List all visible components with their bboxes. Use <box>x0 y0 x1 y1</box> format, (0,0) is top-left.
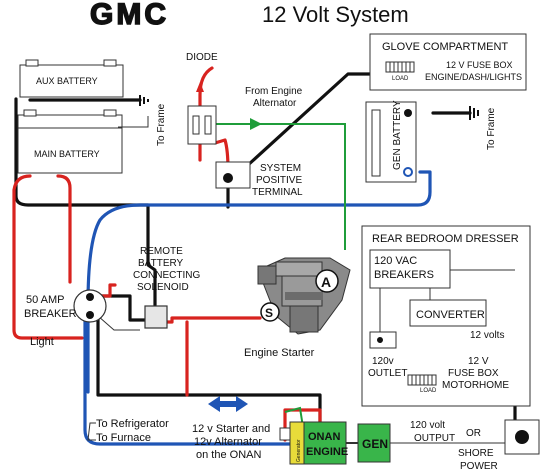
solenoid-line3: CONNECTING <box>133 270 200 281</box>
breaker-line1: 50 AMP <box>26 294 65 306</box>
gen-label: GEN <box>362 437 388 451</box>
motorhome-load-label: LOAD <box>420 388 437 394</box>
ground-symbol-aux <box>139 95 149 106</box>
gen-battery-label: GEN BATTERY <box>392 100 403 170</box>
glove-title: GLOVE COMPARTMENT <box>382 41 508 53</box>
breaker-line2: BREAKER <box>24 308 77 320</box>
onan-line2: ENGINE <box>306 446 348 458</box>
mh-fuse-line2: FUSE BOX <box>448 368 499 379</box>
main-battery: MAIN BATTERY <box>17 109 123 174</box>
ammeter: A <box>315 269 339 293</box>
glove-load-label: LOAD <box>392 76 409 82</box>
main-battery-frame-line <box>118 116 149 128</box>
shore-power: SHORE POWER <box>458 419 540 472</box>
vac-breakers-line1: 120 VAC <box>374 255 417 267</box>
light-label: Light <box>30 336 54 348</box>
to-refrigerator-label: To Refrigerator <box>96 418 169 430</box>
dresser-title: REAR BEDROOM DRESSER <box>372 233 519 245</box>
aux-battery: AUX BATTERY <box>19 59 124 98</box>
gmc-logo: GMC <box>90 0 169 31</box>
or-label: OR <box>466 428 481 439</box>
onan-note-line3: on the ONAN <box>196 449 261 461</box>
gen-box: GEN <box>357 423 391 463</box>
to-furnace-label: To Furnace <box>96 432 151 444</box>
from-engine-alternator-line2: Alternator <box>253 98 297 109</box>
starter-solenoid: S <box>260 302 280 322</box>
starter-symbol-label: S <box>265 306 273 320</box>
rear-bedroom-dresser: REAR BEDROOM DRESSER 120 VAC BREAKERS CO… <box>361 225 531 407</box>
remote-solenoid: REMOTE BATTERY CONNECTING SOLENOID <box>133 246 200 329</box>
aux-battery-label: AUX BATTERY <box>36 76 98 86</box>
diode <box>187 82 217 145</box>
shore-line1: SHORE <box>458 448 494 459</box>
twelve-volts-label: 12 volts <box>470 330 504 341</box>
glove-fuse-line1: 12 V FUSE BOX <box>446 60 513 70</box>
output-120v-line1: 120 volt <box>410 420 445 431</box>
solenoid-line4: SOLENOID <box>137 282 189 293</box>
solenoid-line2: BATTERY <box>138 258 184 269</box>
solenoid-line1: REMOTE <box>140 246 183 257</box>
to-frame-right: To Frame <box>486 107 497 150</box>
generator-small-label: Generator <box>296 439 302 462</box>
vac-breakers-line2: BREAKERS <box>374 269 434 281</box>
connector-arrows-icon <box>208 396 248 412</box>
outlet-line2: OUTLET <box>368 368 407 379</box>
diagram-title: 12 Volt System <box>262 2 409 27</box>
onan-line1: ONAN <box>308 431 340 443</box>
engine-starter-label: Engine Starter <box>244 347 315 359</box>
onan-note-line2: 12v Alternator <box>194 436 262 448</box>
onan-engine: Generator ONAN ENGINE <box>279 421 348 465</box>
diode-label: DIODE <box>186 52 218 63</box>
output-120v-line2: OUTPUT <box>414 433 455 444</box>
outlet-line1: 120v <box>372 356 394 367</box>
system-positive-terminal: SYSTEM POSITIVE TERMINAL <box>215 161 303 198</box>
shore-line2: POWER <box>460 461 498 472</box>
spt-line2: POSITIVE <box>256 175 302 186</box>
to-frame-left: To Frame <box>156 103 167 146</box>
glove-compartment: GLOVE COMPARTMENT LOAD 12 V FUSE BOX ENG… <box>369 33 527 91</box>
from-engine-alternator-line1: From Engine <box>245 86 303 97</box>
ammeter-label: A <box>321 274 331 290</box>
green-arrow-icon <box>250 118 262 130</box>
spt-line3: TERMINAL <box>252 187 303 198</box>
main-battery-label: MAIN BATTERY <box>34 149 100 159</box>
spt-line1: SYSTEM <box>260 163 301 174</box>
gen-battery: GEN BATTERY <box>365 100 417 183</box>
mh-fuse-line1: 12 V <box>468 356 489 367</box>
breaker-50-amp: 50 AMP BREAKER <box>24 289 107 323</box>
ground-symbol-gen <box>469 106 479 120</box>
converter-label: CONVERTER <box>416 309 485 321</box>
mh-fuse-line3: MOTORHOME <box>442 380 509 391</box>
engine-starter <box>257 257 351 335</box>
onan-note-line1: 12 v Starter and <box>192 423 270 435</box>
breaker-light-line <box>97 315 140 331</box>
glove-fuse-line2: ENGINE/DASH/LIGHTS <box>425 72 522 82</box>
refrigerator-furnace-lines <box>87 422 96 441</box>
